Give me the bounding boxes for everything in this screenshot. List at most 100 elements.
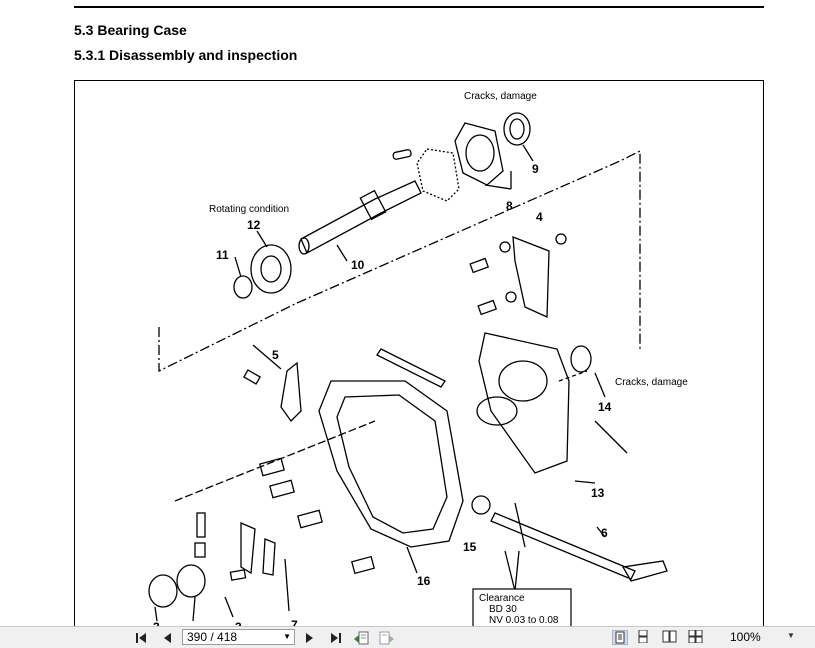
next-page-button[interactable] xyxy=(303,629,317,646)
clearance-title: Clearance xyxy=(479,593,525,604)
go-forward-icon xyxy=(379,631,394,644)
cracks-damage-label-top: Cracks, damage xyxy=(464,91,537,102)
leader-line xyxy=(234,256,242,278)
viewer-toolbar: 390 / 418 ▼ 100% ▼ xyxy=(0,626,815,648)
leader-line xyxy=(174,420,376,502)
part-number-15: 15 xyxy=(463,540,477,554)
zoom-dropdown-caret-icon[interactable]: ▼ xyxy=(787,631,795,640)
leader-line xyxy=(336,244,348,262)
part-number-9: 9 xyxy=(532,162,539,176)
continuous-facing-view-icon xyxy=(688,629,703,644)
leader-line xyxy=(192,596,196,622)
bearing-case-13-boss xyxy=(498,360,548,402)
fitting xyxy=(194,542,206,558)
part-number-7: 7 xyxy=(291,618,298,626)
continuous-view-button[interactable] xyxy=(636,629,652,645)
leader-line xyxy=(522,144,534,162)
next-page-icon xyxy=(306,632,313,643)
previous-page-button[interactable] xyxy=(160,629,174,646)
bolt xyxy=(229,569,247,581)
bolt xyxy=(259,457,285,477)
leader-line xyxy=(504,550,516,592)
leader-line xyxy=(558,370,588,382)
section-title: 5.3 Bearing Case xyxy=(74,22,187,38)
oil-seal-9-inner xyxy=(509,118,525,140)
last-page-button[interactable] xyxy=(328,629,344,646)
bolt xyxy=(269,479,295,499)
release-hub xyxy=(176,564,206,598)
last-page-icon xyxy=(331,632,341,643)
leader-line xyxy=(594,420,628,454)
clutch-housing-16-inner xyxy=(336,394,448,534)
single-page-view-icon xyxy=(615,631,625,644)
page-indicator-text: 390 / 418 xyxy=(187,630,238,644)
bearing-case-exploded-drawing: Clearance BD 30 NV 0.03 to 0.08 Cracks, … xyxy=(148,91,688,626)
part-number-2: 2 xyxy=(153,620,160,626)
page-dropdown-caret-icon[interactable]: ▼ xyxy=(283,632,291,641)
zoom-level[interactable]: 100% xyxy=(730,630,761,644)
document-page: 5.3 Bearing Case 5.3.1 Disassembly and i… xyxy=(74,6,764,626)
release-fork-7 xyxy=(262,538,276,576)
ball-bearing-12-inner xyxy=(260,255,282,283)
oil-seal-14 xyxy=(570,345,592,373)
clearance-line-1: BD 30 xyxy=(489,604,517,615)
part-number-5: 5 xyxy=(272,348,279,362)
nut xyxy=(555,233,567,245)
leader-line xyxy=(514,550,520,592)
leader-line xyxy=(514,502,526,548)
leader-line xyxy=(484,184,512,190)
header-rule xyxy=(74,6,764,8)
subsection-title: 5.3.1 Disassembly and inspection xyxy=(74,47,298,63)
bearing-cover-8 xyxy=(454,122,504,186)
cross-shaft-6 xyxy=(490,512,636,580)
exploded-diagram-frame: Clearance BD 30 NV 0.03 to 0.08 Cracks, … xyxy=(74,80,764,626)
page-number-field[interactable]: 390 / 418 ▼ xyxy=(182,629,295,645)
leader-line xyxy=(594,372,606,398)
part-number-6: 6 xyxy=(601,526,608,540)
go-back-button[interactable] xyxy=(353,629,371,646)
oil-seal-9 xyxy=(503,112,531,146)
bearing-case-13 xyxy=(478,332,570,474)
previous-page-icon xyxy=(164,632,171,643)
bushing-15 xyxy=(471,495,491,515)
go-back-icon xyxy=(354,631,369,644)
continuous-view-icon xyxy=(638,629,648,644)
shift-lever-5 xyxy=(280,361,302,423)
shaft-10 xyxy=(300,180,422,254)
leader-line xyxy=(252,344,282,370)
shaft-end xyxy=(298,237,310,255)
clearance-line-2: NV 0.03 to 0.08 xyxy=(489,615,559,626)
leader-line xyxy=(224,596,234,618)
part-number-11: 11 xyxy=(216,248,229,262)
first-page-button[interactable] xyxy=(134,629,148,646)
part-number-4: 4 xyxy=(536,210,543,224)
snap-ring-11 xyxy=(233,275,253,299)
leader-line xyxy=(574,480,596,484)
leader-dashed-path xyxy=(158,302,298,373)
bolt xyxy=(297,509,323,529)
single-page-view-button[interactable] xyxy=(612,630,628,645)
go-forward-button[interactable] xyxy=(378,629,396,646)
facing-view-icon xyxy=(662,630,677,643)
first-page-icon xyxy=(136,632,146,643)
leader-line xyxy=(406,546,418,574)
part-number-12: 12 xyxy=(247,218,261,232)
part-number-10: 10 xyxy=(351,258,365,272)
part-number-3: 3 xyxy=(235,620,242,626)
rotating-condition-label: Rotating condition xyxy=(209,204,289,215)
continuous-facing-view-button[interactable] xyxy=(688,629,704,645)
link-rod xyxy=(376,348,446,388)
bolt xyxy=(477,299,498,316)
cracks-damage-label-right: Cracks, damage xyxy=(615,377,688,388)
leader-dashed-path xyxy=(296,149,641,351)
shaft-collar xyxy=(359,189,387,221)
clearance-note-box xyxy=(472,588,572,626)
release-fork xyxy=(240,522,256,575)
cross-shaft-6-arm xyxy=(621,560,668,582)
part-number-13: 13 xyxy=(591,486,605,500)
lever-bolt xyxy=(243,369,261,385)
part-number-8: 8 xyxy=(506,199,513,213)
facing-view-button[interactable] xyxy=(662,630,678,645)
nut xyxy=(505,291,517,303)
ball-bearing-12 xyxy=(250,244,292,294)
